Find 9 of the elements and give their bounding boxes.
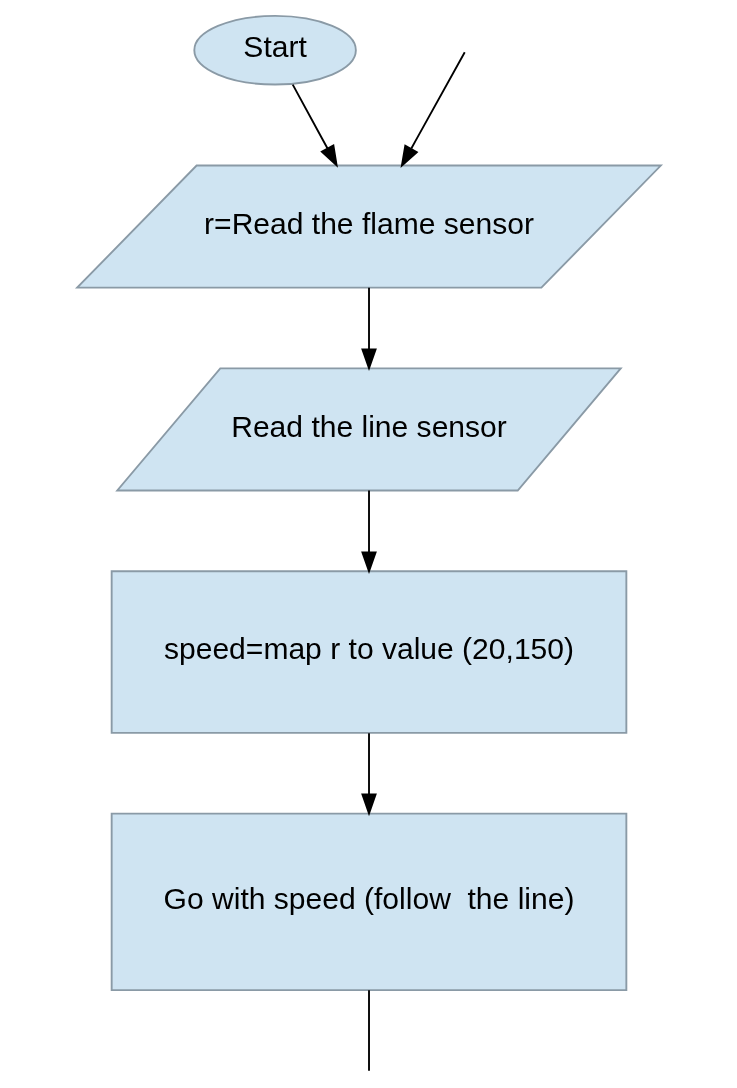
arrow (400, 51, 466, 168)
arrow (360, 732, 377, 817)
node-box: speed=map r to value (20,150) (110, 570, 627, 734)
arrow (360, 489, 377, 574)
connector (367, 989, 370, 1072)
arrow (291, 83, 338, 168)
node-box: Go with speed (follow the line) (110, 812, 627, 992)
node-ellipse: Start (192, 15, 357, 86)
arrow (360, 286, 377, 372)
